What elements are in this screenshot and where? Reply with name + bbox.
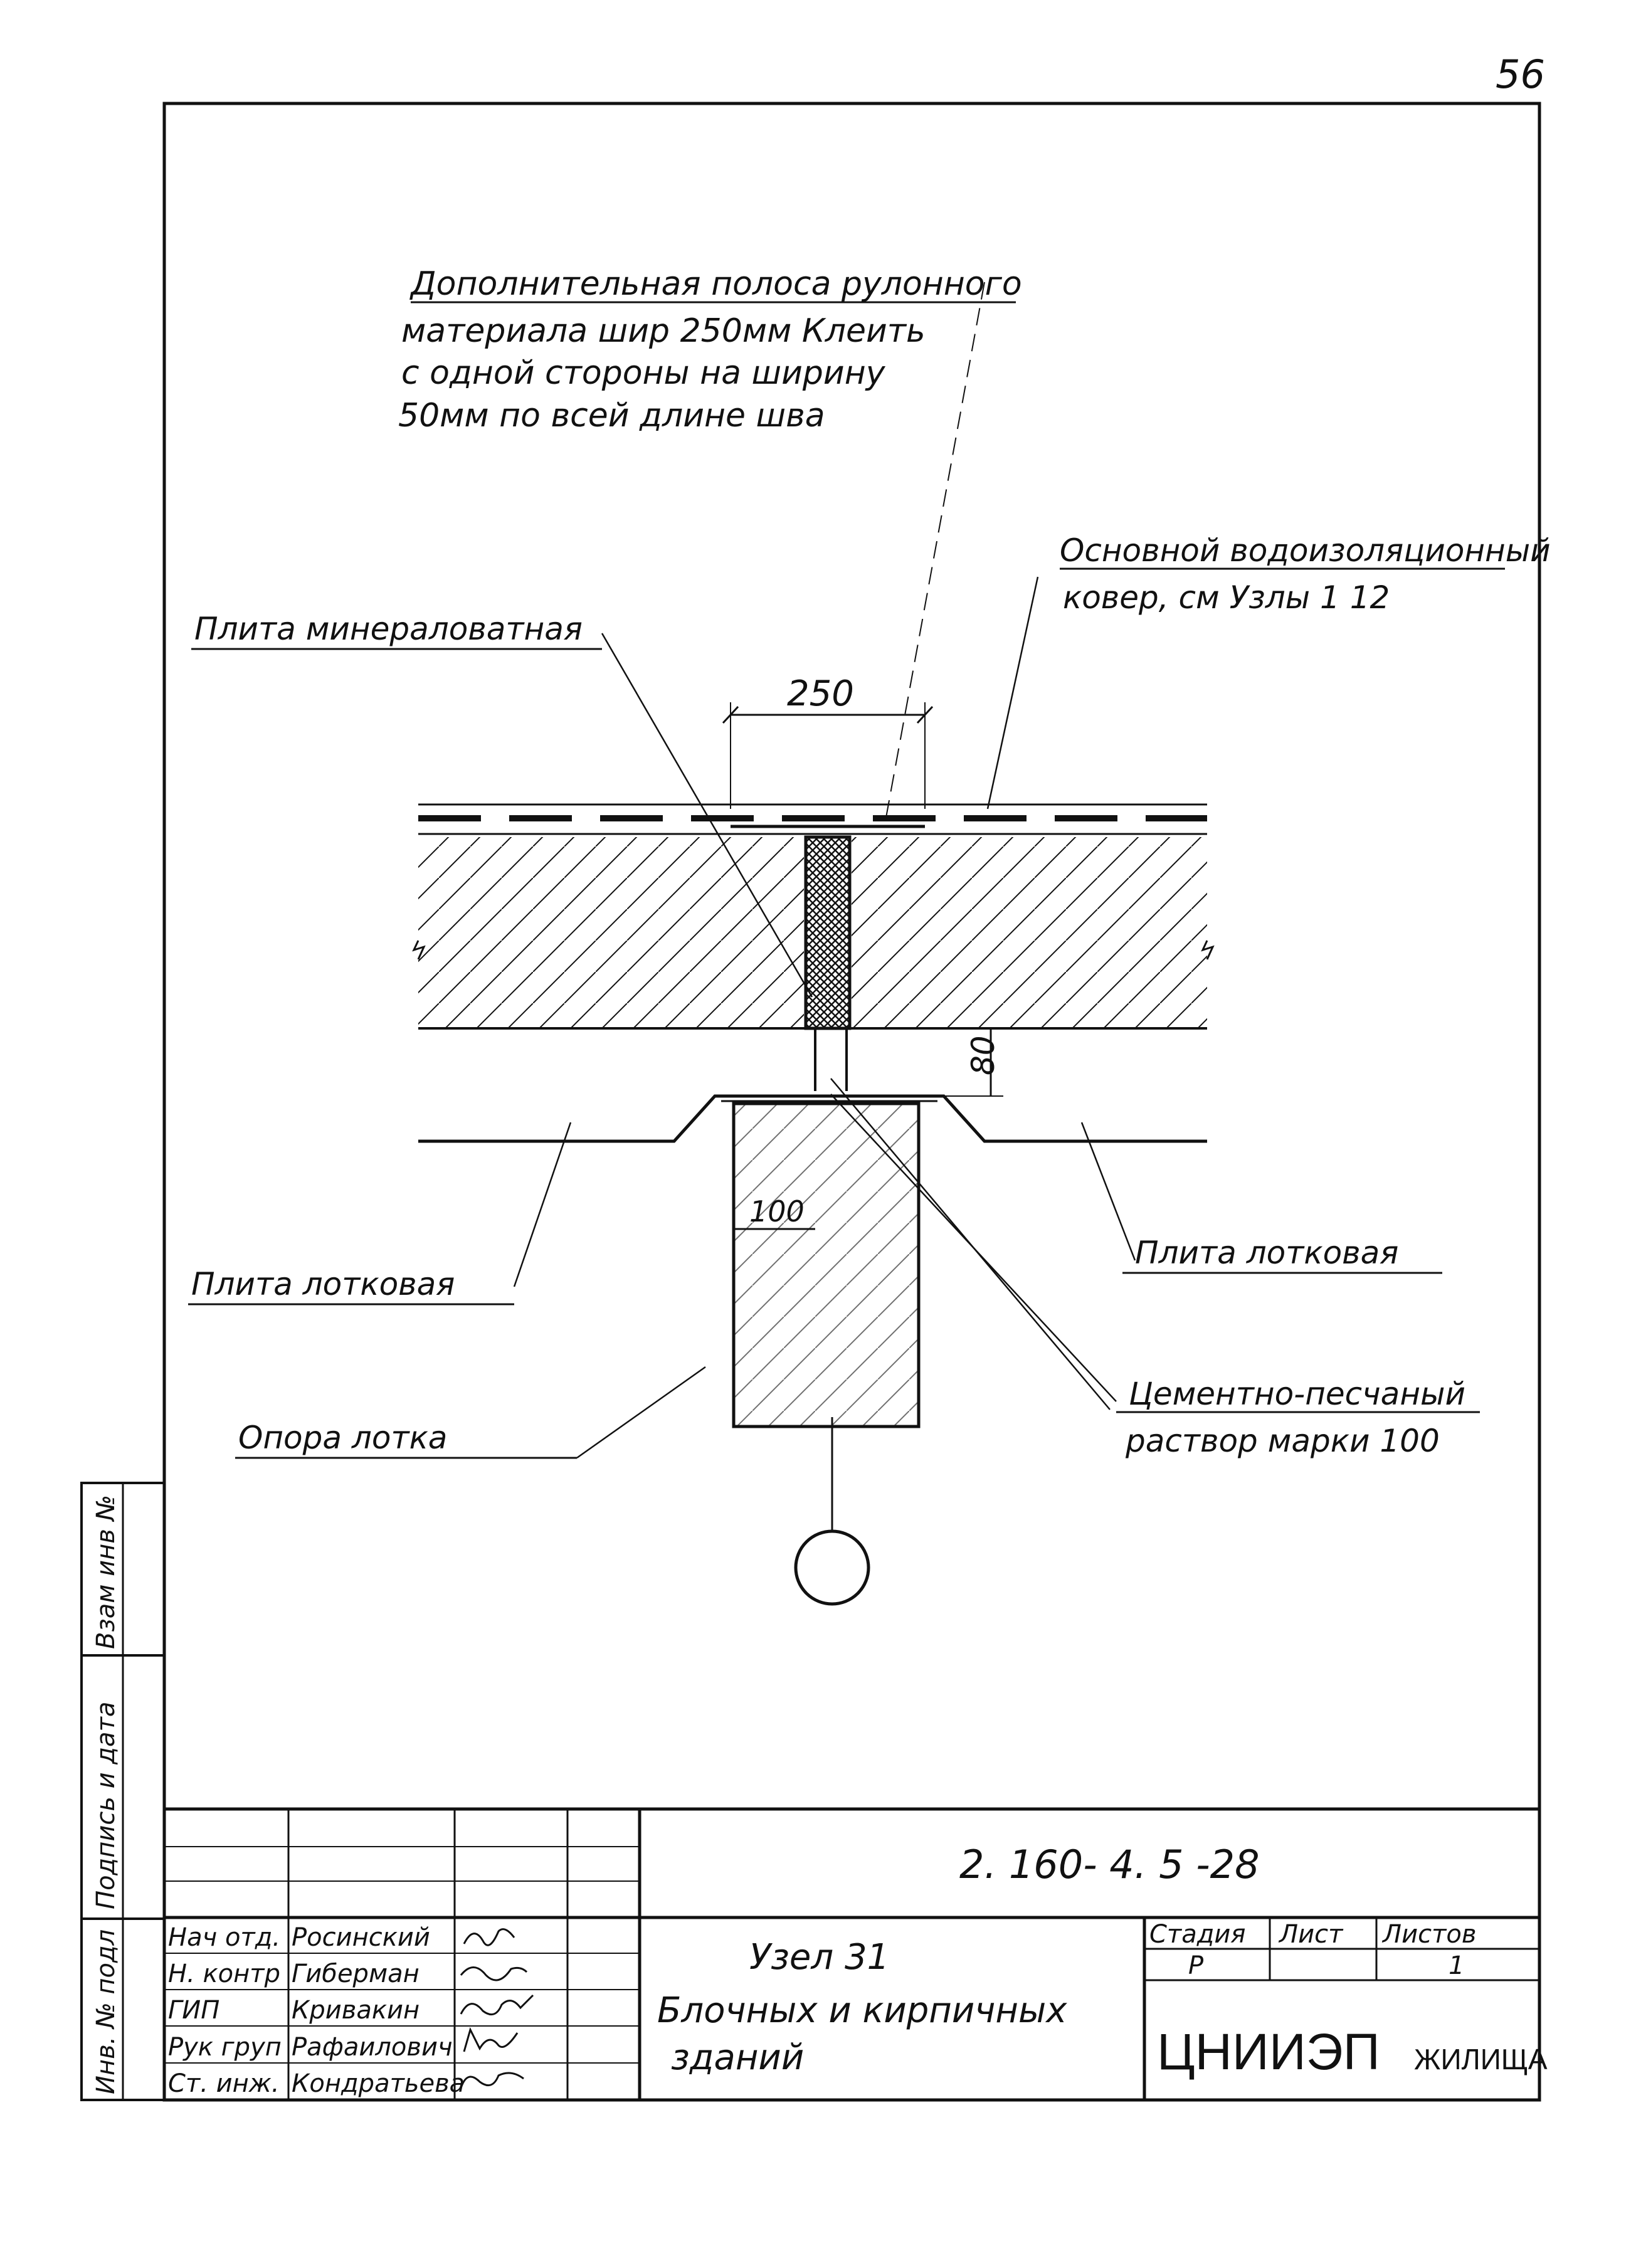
name-5: Кондратьева: [292, 2069, 465, 2098]
role-3: ГИП: [168, 1996, 219, 2025]
name-3: Кривакин: [292, 1996, 420, 2025]
dimension-80: 80: [847, 1028, 1003, 1097]
callout-strip-line-3: с одной стороны на ширину: [401, 354, 886, 392]
signature-2: [460, 1966, 528, 1981]
stage-header: Стадия: [1149, 1920, 1245, 1949]
signature-3: [460, 1994, 534, 2016]
stamp-inv-podl: Инв. № подл: [92, 1929, 120, 2094]
role-1: Нач отд.: [168, 1923, 280, 1952]
callout-carpet-line-2: ковер, см Узлы 1 12: [1063, 579, 1390, 616]
callout-support-text: Опора лотка: [238, 1420, 447, 1456]
callout-strip-line-1: Дополнительная полоса рулонного: [409, 265, 1022, 303]
title-block: 2. 160- 4. 5 -28 Нач отд. Н. контр ГИП Р…: [164, 1807, 1548, 2100]
name-2: Гиберман: [292, 1959, 420, 1988]
callout-tray-right: Плита лотковая: [1122, 1235, 1442, 1274]
side-stamp: Инв. № подл Подпись и дата Взам инв №: [80, 1482, 166, 2101]
signature-1: [463, 1928, 515, 1946]
page-number: 56: [1496, 51, 1545, 97]
organization-sub: ЖИЛИЩА: [1414, 2043, 1548, 2075]
node-subtitle-2: зданий: [671, 2037, 804, 2078]
tray-plate-outline: [418, 1094, 1207, 1143]
dimension-100: 100: [734, 1195, 815, 1230]
node-subtitle-1: Блочных и кирпичных: [657, 1990, 1067, 2031]
axis-marker: [794, 1529, 870, 1606]
callout-tray-left: Плита лотковая: [188, 1266, 514, 1305]
insulation-right: [852, 837, 1207, 1028]
callout-mortar-line-1: Цементно-песчаный: [1129, 1376, 1465, 1412]
dimension-250: 250: [722, 673, 934, 809]
break-mark-right: [1201, 940, 1215, 960]
name-1: Росинский: [292, 1923, 430, 1952]
sheets-value: 1: [1449, 1951, 1464, 1980]
sheets-header: Листов: [1381, 1920, 1476, 1949]
dimension-250-label: 250: [787, 673, 854, 714]
dimension-100-label: 100: [749, 1195, 805, 1228]
stamp-podpis-data: Подпись и дата: [92, 1702, 120, 1909]
dimension-80-label: 80: [965, 1035, 1001, 1075]
callout-mineral-text: Плита минераловатная: [194, 611, 583, 647]
callout-strip-line-4: 50мм по всей длине шва: [398, 397, 825, 435]
drawing-frame: [162, 102, 1541, 2102]
signature-4: [463, 2027, 519, 2052]
callout-tray-left-text: Плита лотковая: [191, 1266, 455, 1302]
callout-mineral-plate: Плита минераловатная: [191, 611, 602, 650]
sheet-header: Лист: [1278, 1920, 1344, 1949]
callout-support: Опора лотка: [235, 1420, 577, 1459]
mineral-wool-filler: [804, 835, 852, 1030]
callout-carpet-line-1: Основной водоизоляционный: [1060, 532, 1551, 569]
name-4: Рафаилович: [292, 2033, 453, 2062]
document-code: 2. 160- 4. 5 -28: [959, 1842, 1260, 1887]
callout-tray-right-text: Плита лотковая: [1135, 1235, 1398, 1271]
stage-value: Р: [1188, 1951, 1204, 1980]
organization-name: ЦНИИЭП: [1157, 2023, 1380, 2081]
stamp-vzam-inv: Взам инв №: [92, 1495, 120, 1649]
node-title: Узел 31: [749, 1937, 889, 1978]
callout-strip-line-2: материала шир 250мм Клеить: [401, 312, 926, 350]
callout-mortar: Цементно-песчаный раствор марки 100: [1116, 1376, 1480, 1459]
role-5: Ст. инж.: [168, 2069, 280, 2098]
callout-mortar-line-2: раствор марки 100: [1125, 1423, 1440, 1459]
section-view: [412, 803, 1215, 1606]
role-2: Н. контр: [168, 1959, 280, 1988]
leader-lines: [513, 282, 1136, 1459]
callout-main-carpet: Основной водоизоляционный ковер, см Узлы…: [1060, 532, 1551, 616]
break-mark-left: [412, 940, 426, 960]
insulation-left: [418, 837, 804, 1028]
signature-5: [460, 2072, 524, 2089]
tray-support: [732, 1102, 921, 1428]
callout-extra-strip: Дополнительная полоса рулонного материал…: [398, 265, 1022, 435]
role-4: Рук груп: [168, 2033, 282, 2062]
